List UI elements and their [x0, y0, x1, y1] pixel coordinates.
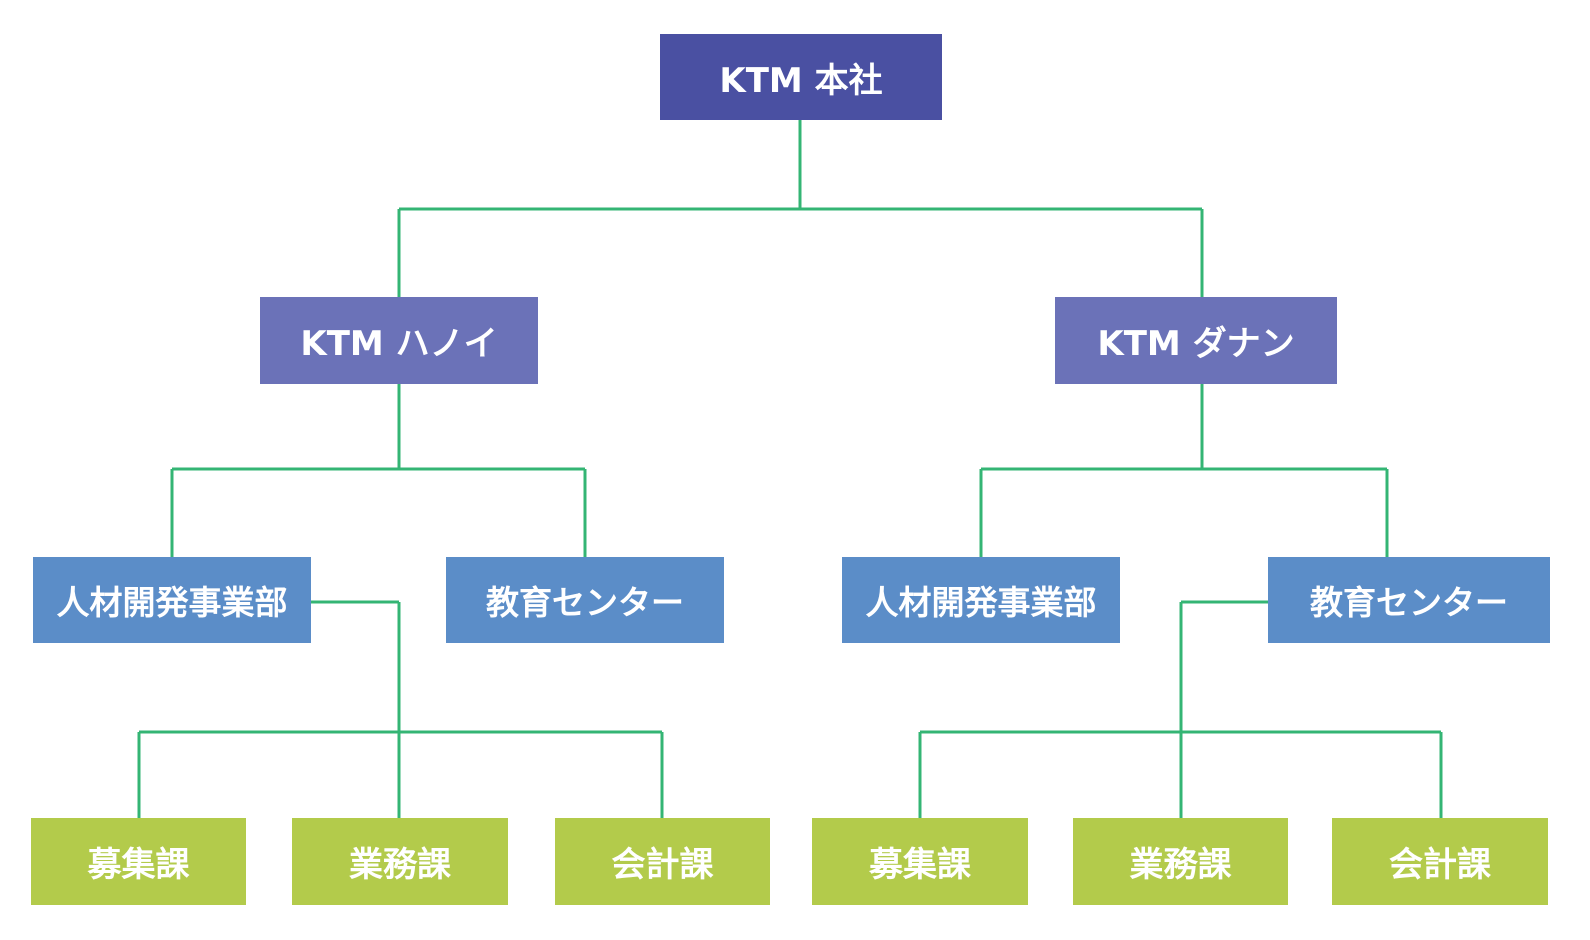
node-label: 業務課	[1129, 845, 1232, 885]
node-label: 人材開発事業部	[56, 583, 288, 622]
node-label: 会計課	[1389, 845, 1491, 885]
connector-hanoi-to-departments	[170, 384, 587, 557]
node-danang-accounting-section: 会計課	[1332, 818, 1548, 905]
node-label: 募集課	[869, 845, 971, 885]
connector-danang-to-departments	[979, 384, 1389, 557]
node-label: KTM 本社	[719, 60, 883, 101]
node-label: 募集課	[87, 845, 190, 885]
node-label: KTM ダナン	[1097, 324, 1295, 364]
connector-root-to-branches	[397, 120, 1204, 297]
node-hanoi-operations-section: 業務課	[292, 818, 508, 905]
node-label: KTM ハノイ	[300, 324, 498, 364]
connector-danang-edu-to-sections	[918, 600, 1443, 818]
node-ktm-danang: KTM ダナン	[1055, 297, 1337, 384]
node-danang-operations-section: 業務課	[1073, 818, 1288, 905]
node-label: 教育センター	[486, 583, 684, 622]
node-hanoi-accounting-section: 会計課	[555, 818, 770, 905]
node-hanoi-education-center: 教育センター	[446, 557, 724, 643]
node-label: 会計課	[611, 845, 714, 885]
node-hanoi-recruitment-section: 募集課	[31, 818, 246, 905]
node-ktm-headquarters: KTM 本社	[660, 34, 942, 120]
node-label: 人材開発事業部	[865, 583, 1097, 622]
node-danang-hr-development-division: 人材開発事業部	[842, 557, 1120, 643]
node-label: 業務課	[349, 845, 451, 885]
node-label: 教育センター	[1310, 583, 1508, 622]
node-danang-recruitment-section: 募集課	[812, 818, 1028, 905]
node-hanoi-hr-development-division: 人材開発事業部	[33, 557, 311, 643]
connector-hanoi-hr-to-sections	[137, 600, 664, 818]
node-ktm-hanoi: KTM ハノイ	[260, 297, 538, 384]
node-danang-education-center: 教育センター	[1268, 557, 1550, 643]
